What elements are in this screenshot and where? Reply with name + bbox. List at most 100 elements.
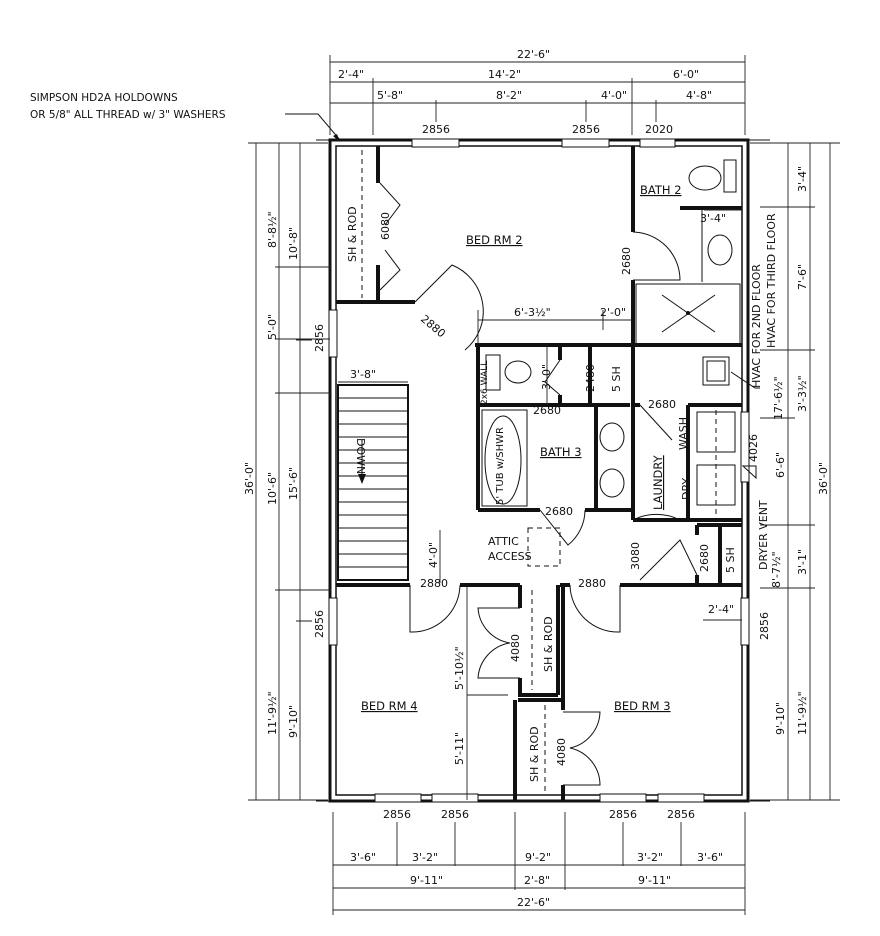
dim-right-2-5: 11'-9½"	[796, 691, 809, 735]
attic-access-hatch	[527, 527, 561, 567]
dim-bath2-width: 3'-4"	[700, 212, 726, 225]
dim-left-2-3: 9'-10"	[287, 705, 300, 738]
window-label-right-1: 4026	[747, 434, 760, 462]
interior-walls	[336, 146, 757, 800]
door-laundry-entry: 3080	[629, 542, 642, 570]
bath3-tub	[481, 409, 528, 507]
room-laundry: LAUNDRY	[651, 454, 665, 510]
dims-left: 36'-0" 8'-8½" 5'-0" 10'-6" 11'-9½" 10'-8…	[243, 142, 330, 801]
dims-bottom: 3'-6" 3'-2" 9'-2" 3'-2" 3'-6" 9'-11" 2'-…	[332, 812, 746, 915]
dim-hall-a: 6'-3½"	[514, 306, 551, 319]
note-line-1: SIMPSON HD2A HOLDOWNS	[30, 92, 178, 104]
door-toilet: 2480	[584, 364, 597, 392]
label-tub: 5' TUB w/SHWR	[495, 427, 506, 505]
dim-bottom-1-4: 3'-2"	[637, 851, 663, 864]
dims-interior: 6'-3½" 2'-0" 3'-4" 3'-0" 3'-8" 4'-0" 5'-…	[338, 209, 742, 800]
hvac-leader	[730, 371, 760, 389]
hvac-unit	[702, 356, 730, 386]
dim-bottom-1-5: 3'-6"	[697, 851, 723, 864]
window-left-1	[328, 309, 338, 358]
dim-hall-b: 2'-0"	[600, 306, 626, 319]
window-label-top-3: 2020	[645, 123, 673, 136]
window-label-top-2: 2856	[572, 123, 600, 136]
dim-left-overall: 36'-0"	[243, 462, 256, 495]
room-bed-rm-4: BED RM 4	[361, 699, 418, 713]
dim-right-2-1: 3'-4"	[796, 166, 809, 192]
dim-dryer-vent: 8'-7½"	[770, 551, 783, 588]
room-bath-3: BATH 3	[540, 445, 582, 459]
bath2-door	[632, 231, 681, 281]
label-hvac-2nd: HVAC FOR 2ND FLOOR	[750, 264, 763, 388]
door-bed4-closet: 4080	[509, 634, 522, 662]
dim-stair-width: 3'-8"	[350, 368, 376, 381]
window-label-bottom-3: 2856	[609, 808, 637, 821]
room-bed-rm-3: BED RM 3	[614, 699, 671, 713]
dim-bottom-2-3: 9'-11"	[638, 874, 671, 887]
door-bath3-inner: 2680	[533, 404, 561, 417]
window-top-3	[639, 138, 676, 148]
dim-landing: 4'-0"	[427, 542, 440, 568]
window-label-right-2: 2856	[758, 612, 771, 640]
label-dryer-vent: DRYER VENT	[757, 500, 770, 570]
room-bed-rm-2: BED RM 2	[466, 233, 523, 247]
door-bed4-entry: 2880	[420, 577, 448, 590]
bath3-toilet	[504, 360, 532, 384]
dim-closet-upper: 5'-10½"	[453, 646, 466, 690]
dim-top-2-1: 2'-4"	[338, 68, 364, 81]
bed3-closet-door	[563, 711, 601, 786]
dim-left-1-4: 11'-9½"	[266, 691, 279, 735]
dim-bed3-offset: 2'-4"	[708, 603, 734, 616]
dim-bottom-2-2: 2'-8"	[524, 874, 550, 887]
dim-left-1-3: 10'-6"	[266, 472, 279, 505]
bath2-toilet	[688, 165, 722, 191]
label-linen-hall: 5 SH	[724, 547, 737, 573]
laundry-entry-door	[632, 513, 698, 581]
window-labels: 2856 2856 2020 2856 2856 4026 2856 2856 …	[313, 123, 771, 821]
dim-left-2-2: 15'-6"	[287, 467, 300, 500]
dim-top-3-1: 5'-8"	[377, 89, 403, 102]
arrow-down-icon	[358, 474, 366, 484]
dim-left-1-2: 5'-0"	[266, 314, 279, 340]
dim-bottom-1-2: 3'-2"	[412, 851, 438, 864]
dim-right-overall: 36'-0"	[817, 462, 830, 495]
dim-top-3-3: 4'-0"	[601, 89, 627, 102]
dim-bottom-1-3: 9'-2"	[525, 851, 551, 864]
toilet-door	[544, 359, 561, 396]
door-laundry-inner: 2680	[648, 398, 676, 411]
stair-label: DOWN	[354, 438, 367, 474]
dim-left-1-1: 8'-8½"	[266, 211, 279, 248]
laundry-inner-door	[639, 404, 673, 441]
window-label-bottom-1: 2856	[383, 808, 411, 821]
label-hvac-3rd: HVAC FOR THIRD FLOOR	[765, 213, 778, 348]
window-right-2	[740, 597, 750, 646]
label-2x6-wall: 2x6 WALL	[480, 361, 490, 405]
dim-top-3-2: 8'-2"	[496, 89, 522, 102]
window-label-left-1: 2856	[313, 324, 326, 352]
holdown-note: SIMPSON HD2A HOLDOWNS OR 5/8" ALL THREAD…	[30, 92, 341, 142]
window-left-2	[328, 597, 338, 646]
label-closet-bed3: SH & ROD	[528, 726, 541, 782]
dim-top-2-3: 6'-0"	[673, 68, 699, 81]
window-bottom-3	[599, 793, 647, 803]
label-dry: DRY	[680, 478, 693, 500]
bed2-entry-door	[414, 264, 484, 351]
dim-closet-lower: 5'-11"	[453, 732, 466, 765]
dim-left-2-1: 10'-8"	[287, 227, 300, 260]
window-label-bottom-4: 2856	[667, 808, 695, 821]
dims-right: 6'-6" 9'-10" 3'-4" 7'-6" 3'-3½" 3'-1" 11…	[750, 142, 840, 801]
window-label-bottom-2: 2856	[441, 808, 469, 821]
attic-label-1: ATTIC	[488, 535, 519, 548]
label-wash: WASH	[677, 417, 690, 450]
door-bath3-entry: 2680	[545, 505, 573, 518]
bed3-entry-door	[569, 584, 621, 633]
room-bath-2: BATH 2	[640, 183, 682, 197]
dim-toilet-depth: 3'-0"	[540, 364, 553, 390]
door-bed3-entry: 2880	[578, 577, 606, 590]
dim-top-2-2: 14'-2"	[488, 68, 521, 81]
bath3-sink-2	[599, 468, 625, 498]
dim-right-2-3: 3'-3½"	[796, 375, 809, 412]
dim-bottom-2-1: 9'-11"	[410, 874, 443, 887]
window-right-1	[740, 411, 750, 483]
dim-right-2-4: 3'-1"	[796, 549, 809, 575]
window-bottom-2	[431, 793, 479, 803]
